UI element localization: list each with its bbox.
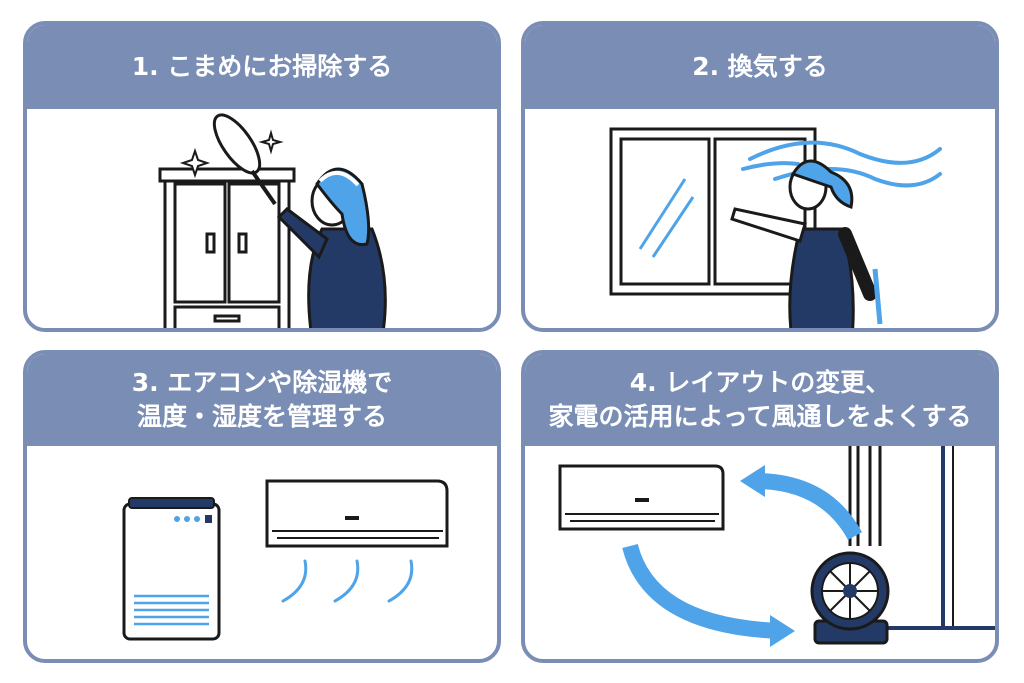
woman-dusting-cabinet-illustration — [27, 109, 497, 328]
card-title-line: 3. エアコンや除湿機で — [131, 368, 393, 397]
air-conditioner-and-fan-illustration — [525, 446, 995, 659]
card-title: 2. 換気する — [692, 52, 828, 81]
card-header: 3. エアコンや除湿機で 温度・湿度を管理する — [27, 354, 497, 446]
card-title-line: 4. レイアウトの変更、 — [629, 368, 891, 397]
card-header: 2. 換気する — [525, 25, 995, 109]
card-title-line: 温度・湿度を管理する — [136, 402, 387, 431]
airflow-illustration-icon — [558, 446, 995, 647]
card-ventilation: 2. 換気する — [521, 21, 999, 332]
card-humidity-control: 3. エアコンや除湿機で 温度・湿度を管理する — [23, 350, 501, 663]
woman-opening-window-illustration — [525, 109, 995, 328]
dehumidifier-and-air-conditioner-illustration — [27, 446, 497, 659]
card-cleaning: 1. こまめにお掃除する — [23, 21, 501, 332]
card-header: 1. こまめにお掃除する — [27, 25, 497, 109]
card-airflow-layout: 4. レイアウトの変更、 家電の活用によって風通しをよくする — [521, 350, 999, 663]
card-title: 1. こまめにお掃除する — [131, 52, 393, 81]
card-title-line: 家電の活用によって風通しをよくする — [548, 402, 972, 431]
ventilation-illustration-icon — [609, 127, 942, 328]
card-header: 4. レイアウトの変更、 家電の活用によって風通しをよくする — [525, 354, 995, 446]
cleaning-illustration-icon — [158, 113, 387, 328]
appliances-illustration-icon — [122, 479, 449, 641]
